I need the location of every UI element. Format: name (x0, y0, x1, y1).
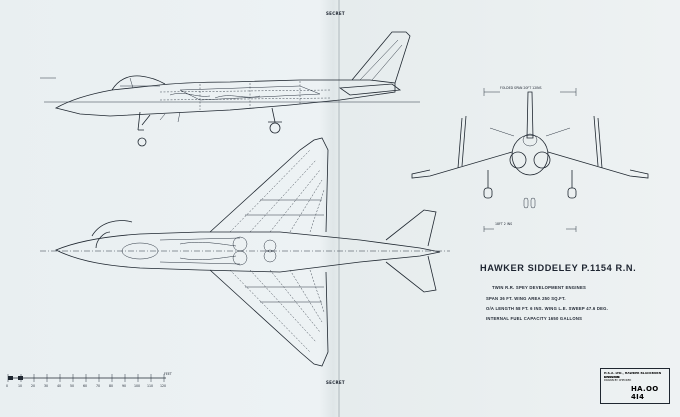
scale-tick-label: 40 (57, 384, 62, 388)
scale-tick-label: 120 (160, 384, 167, 388)
front-folded-tip-left (457, 115, 467, 169)
title-block: H.S.A. LTD., HAWKER BLACKBURN DIVISION K… (600, 368, 670, 404)
side-tailplane (338, 83, 402, 96)
scale-tick-label: 70 (96, 384, 101, 388)
title-block-company: H.S.A. LTD., HAWKER BLACKBURN DIVISION (604, 371, 662, 379)
spec-fuel: INTERNAL FUEL CAPACITY 1650 GALLONS (486, 316, 583, 321)
side-nose-gear (137, 111, 151, 131)
spec-engines: TWIN R.R. SPEY DEVELOPMENT ENGINES (492, 285, 587, 290)
front-intake-right (533, 151, 551, 169)
side-nose-wheel (137, 137, 147, 147)
front-folded-tip-right (593, 115, 603, 169)
scale-tick-label: 30 (44, 384, 49, 388)
scale-tick-label: 50 (70, 384, 75, 388)
tail-height-label: 18FT 2 INS (495, 222, 513, 226)
side-fuselage (54, 79, 396, 117)
scale-tick-label: 20 (31, 384, 36, 388)
scale-tick-label: 110 (147, 384, 154, 388)
scale-tick-label: 80 (109, 384, 114, 388)
scale-unit-label: FEET (164, 372, 172, 376)
plan-view (40, 137, 450, 367)
scale-tick-label: 100 (134, 384, 141, 388)
title-block-signatures: DRAWN BY CHECKED (604, 379, 632, 382)
plan-tailplane-lower (385, 255, 437, 293)
plan-wing-lower (209, 269, 329, 367)
security-stamp-top: SECRET (326, 11, 345, 16)
front-intake-left (509, 151, 527, 169)
side-fin (351, 31, 411, 84)
scale-tick-label: 10 (18, 384, 23, 388)
side-view (40, 31, 420, 147)
plan-fuselage (55, 231, 441, 273)
spec-span-area: SPAN 36 FT. WING AREA 250 SQ.FT. (486, 296, 566, 301)
plan-tailplane-upper (385, 209, 437, 247)
drawing-title: HAWKER SIDDELEY P.1154 R.N. (480, 263, 637, 273)
drawing-number: HA.OO 4I4 (631, 385, 659, 401)
title-block-location: KINGSTON (604, 375, 620, 379)
security-stamp-bottom: SECRET (326, 380, 345, 385)
plan-wing-upper (209, 137, 329, 233)
scale-tick-label: 60 (83, 384, 88, 388)
front-fuselage (511, 134, 549, 176)
scale-bar (7, 374, 166, 382)
side-main-wheel (269, 122, 281, 134)
spec-length-sweep: O/A LENGTH 58 FT. 6 INS. WING L.E. SWEEP… (486, 306, 609, 311)
front-wing-right (547, 151, 649, 179)
scale-tick-label: 90 (122, 384, 127, 388)
front-fin (526, 91, 534, 139)
side-main-gear (268, 107, 282, 123)
side-canopy (111, 75, 166, 91)
front-wing-left (411, 151, 513, 179)
plan-canopy (91, 220, 133, 249)
front-view (411, 88, 649, 232)
folded-span-label: FOLDED SPAN 20FT 12INS (500, 86, 542, 90)
scale-tick-label: 0 (6, 384, 9, 388)
